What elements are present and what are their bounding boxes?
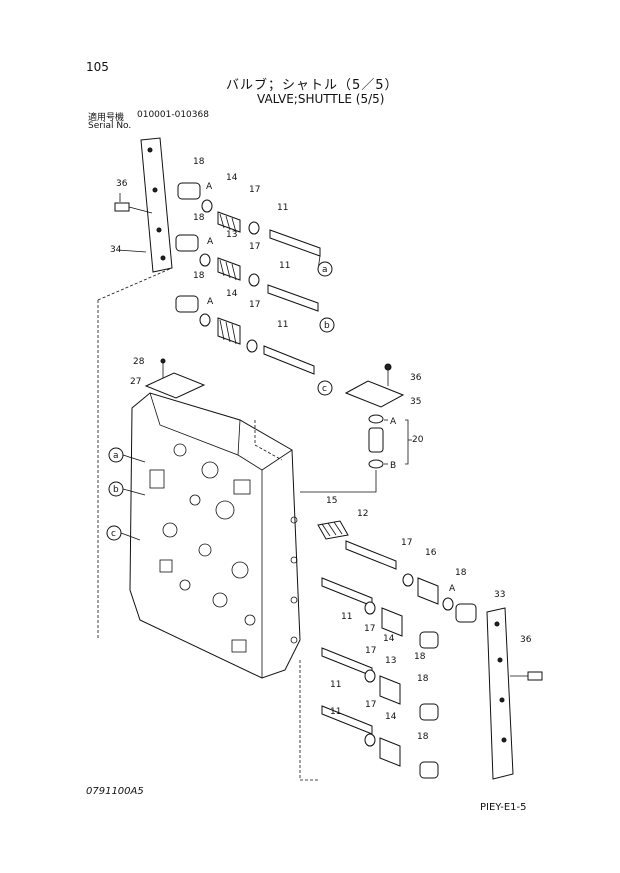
valve-body	[129, 392, 301, 679]
callout-36: 36	[116, 179, 128, 189]
callout-34: 34	[110, 245, 122, 255]
callout-36: 36	[520, 635, 532, 645]
cover-27	[144, 372, 206, 399]
callout-18: 18	[414, 652, 426, 662]
callout-18: 18	[193, 157, 205, 167]
callout-33: 33	[494, 590, 506, 600]
upper-stack-2	[175, 234, 319, 312]
callout-16: 16	[425, 548, 437, 558]
callout-35: 35	[410, 397, 422, 407]
leader-34	[117, 249, 147, 253]
ref-c-upper-label: c	[322, 384, 327, 394]
callout-14: 14	[226, 289, 238, 299]
callout-18: 18	[417, 674, 429, 684]
callout-11: 11	[277, 320, 289, 330]
callout-17: 17	[249, 185, 261, 195]
page-number: 105	[86, 60, 109, 74]
svg-text:b: b	[113, 485, 119, 495]
shuttle-cover-35	[344, 363, 405, 408]
callout-11: 11	[277, 203, 289, 213]
plate-34	[140, 137, 173, 273]
right-stack-3	[321, 647, 439, 721]
callout-18: 18	[193, 213, 205, 223]
shuttle-valve-20	[368, 427, 384, 453]
callout-18: 18	[455, 568, 467, 578]
marker-A-3: A	[207, 297, 214, 307]
ref-b-upper-label: b	[324, 321, 330, 331]
ref-b-upper	[319, 317, 335, 333]
plate-33	[486, 607, 514, 780]
bolt-36-right	[510, 671, 543, 681]
callout-14: 14	[226, 173, 238, 183]
callout-14: 14	[385, 712, 397, 722]
sheet-code: PIEY-E1-5	[480, 802, 527, 813]
callout-17: 17	[365, 700, 377, 710]
serial-range: 010001-010368	[137, 110, 209, 120]
callout-20: 20	[412, 435, 424, 445]
o-ring-A	[368, 414, 384, 424]
ref-c-upper	[317, 380, 333, 396]
o-ring-B	[368, 459, 384, 469]
marker-A-4: A	[449, 584, 456, 594]
callout-11: 11	[330, 707, 342, 717]
mid-stack-15-12	[317, 520, 477, 623]
drawing-code: 0791100A5	[86, 786, 144, 797]
callout-17: 17	[401, 538, 413, 548]
callout-18: 18	[417, 732, 429, 742]
right-stack-2	[321, 577, 439, 649]
svg-text:A: A	[390, 417, 397, 427]
right-stack-4	[321, 705, 439, 779]
callout-18: 18	[193, 271, 205, 281]
upper-stack-1	[177, 182, 321, 271]
callout-13: 13	[226, 230, 238, 240]
marker-A-1: A	[206, 182, 213, 192]
callout-11: 11	[279, 261, 291, 271]
callout-28: 28	[133, 357, 145, 367]
bolt-36-upper	[114, 193, 153, 214]
callout-17: 17	[249, 300, 261, 310]
upper-stack-3	[175, 295, 315, 375]
callout-27: 27	[130, 377, 142, 387]
callout-12: 12	[357, 509, 369, 519]
title-japanese: バルブ；シャトル（5／5）	[226, 78, 399, 93]
svg-text:c: c	[111, 529, 116, 539]
serial-label-jp: 適用号機	[88, 113, 125, 123]
ref-a-upper-label: a	[322, 265, 328, 275]
ref-a-upper	[317, 261, 333, 277]
callout-13: 13	[385, 656, 397, 666]
callout-11: 11	[341, 612, 353, 622]
marker-A-2: A	[207, 237, 214, 247]
callout-11: 11	[330, 680, 342, 690]
callout-15: 15	[326, 496, 338, 506]
serial-label-en: Serial No.	[88, 121, 132, 131]
callout-36: 36	[410, 373, 422, 383]
svg-text:B: B	[390, 461, 396, 471]
svg-text:a: a	[113, 451, 119, 461]
callout-17: 17	[249, 242, 261, 252]
callout-14: 14	[383, 634, 395, 644]
callout-17: 17	[364, 624, 376, 634]
title-english: VALVE;SHUTTLE (5/5)	[257, 92, 385, 106]
callout-17: 17	[365, 646, 377, 656]
